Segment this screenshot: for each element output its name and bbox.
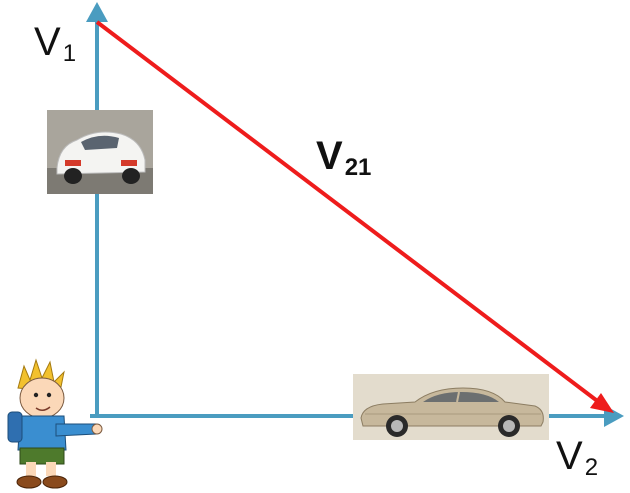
v21-label-sub: 21 bbox=[344, 154, 372, 181]
v21-label: V21 bbox=[316, 136, 371, 180]
silver-sedan-photo bbox=[353, 374, 549, 440]
v21-arrowhead bbox=[590, 393, 614, 413]
v2-label: V2 bbox=[556, 436, 598, 480]
v2-label-sub: 2 bbox=[584, 454, 599, 481]
v21-resultant-arrow bbox=[95, 20, 602, 405]
v1-arrowhead bbox=[86, 2, 108, 22]
v1-label-sub: 1 bbox=[62, 40, 77, 67]
v21-label-main: V bbox=[316, 134, 343, 178]
cartoon-boy-observer bbox=[7, 358, 103, 489]
v2-label-main: V bbox=[556, 434, 583, 478]
v1-label: V1 bbox=[34, 22, 76, 66]
v1-label-main: V bbox=[34, 20, 61, 64]
white-sports-car-photo bbox=[47, 110, 153, 194]
